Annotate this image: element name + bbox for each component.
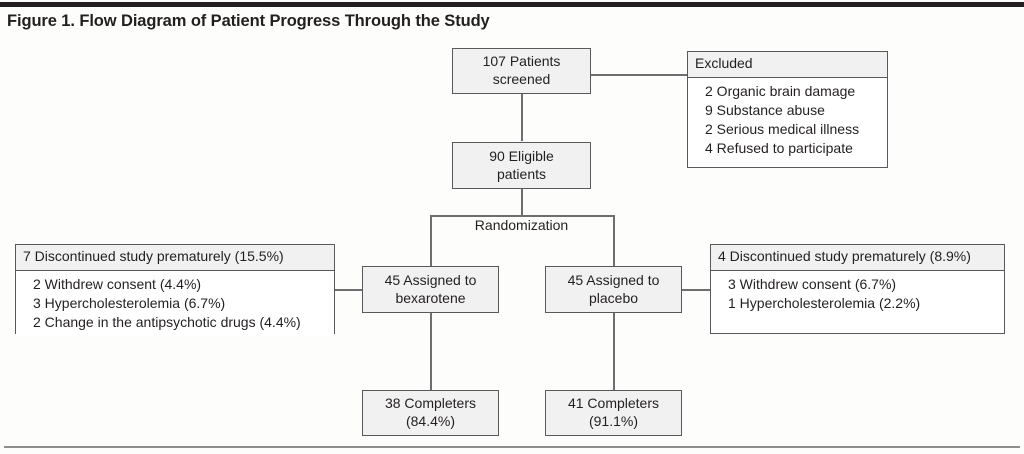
bottom-rule bbox=[4, 446, 1020, 448]
top-rule bbox=[0, 2, 1024, 7]
node-discontinued-placebo-item: 1 Hypercholesterolemia (2.2%) bbox=[728, 294, 921, 311]
label-randomization: Randomization bbox=[474, 217, 569, 233]
connector-placebo-to-completers bbox=[613, 313, 615, 390]
node-discontinued-bexarotene-header: 7 Discontinued study prematurely (15.5%) bbox=[16, 245, 334, 271]
node-assigned-bexarotene: 45 Assigned to bexarotene bbox=[362, 266, 499, 313]
node-completers-bexarotene-line2: (84.4%) bbox=[405, 413, 456, 429]
node-excluded-item: 4 Refused to participate bbox=[705, 140, 853, 156]
node-assigned-placebo: 45 Assigned to placebo bbox=[545, 266, 682, 313]
node-discontinued-bexarotene: 7 Discontinued study prematurely (15.5%)… bbox=[15, 244, 335, 336]
connector-screened-to-eligible bbox=[521, 93, 523, 141]
node-eligible-patients-line2: patients bbox=[496, 165, 547, 182]
node-assigned-bexarotene-line1: 45 Assigned to bbox=[384, 271, 477, 288]
node-discontinued-placebo-body: 3 Withdrew consent (6.7%) 1 Hypercholest… bbox=[711, 270, 1004, 333]
node-discontinued-bexarotene-item: 2 Withdrew consent (4.4%) bbox=[33, 275, 202, 292]
connector-randomization-to-placebo bbox=[613, 215, 615, 266]
node-completers-bexarotene-line1: 38 Completers bbox=[384, 395, 477, 412]
node-discontinued-placebo-item: 3 Withdrew consent (6.7%) bbox=[728, 275, 897, 292]
connector-bexarotene-to-discontinued-left bbox=[334, 289, 363, 291]
node-completers-placebo: 41 Completers (91.1%) bbox=[545, 390, 682, 436]
node-patients-screened-line1: 107 Patients bbox=[482, 53, 561, 70]
connector-bexarotene-to-completers bbox=[430, 313, 432, 390]
node-excluded-item: 2 Serious medical illness bbox=[705, 120, 860, 137]
connector-randomization-split bbox=[430, 215, 613, 217]
connector-eligible-to-randomization bbox=[521, 189, 523, 216]
node-eligible-patients: 90 Eligible patients bbox=[452, 142, 591, 189]
node-discontinued-bexarotene-item: 2 Change in the antipsychotic drugs (4.4… bbox=[33, 313, 301, 330]
connector-screened-to-excluded bbox=[591, 74, 688, 76]
node-completers-placebo-line2: (91.1%) bbox=[588, 413, 639, 429]
node-excluded-item: 2 Organic brain damage bbox=[705, 82, 856, 99]
node-patients-screened: 107 Patients screened bbox=[452, 48, 591, 94]
node-patients-screened-line2: screened bbox=[492, 71, 551, 87]
node-assigned-bexarotene-line2: bexarotene bbox=[395, 289, 466, 306]
figure-title: Figure 1. Flow Diagram of Patient Progre… bbox=[7, 12, 490, 30]
node-eligible-patients-line1: 90 Eligible bbox=[489, 147, 554, 164]
node-discontinued-placebo-header: 4 Discontinued study prematurely (8.9%) bbox=[711, 245, 1004, 271]
node-discontinued-placebo: 4 Discontinued study prematurely (8.9%) … bbox=[710, 244, 1005, 334]
node-excluded-item: 9 Substance abuse bbox=[705, 101, 825, 118]
connector-placebo-to-discontinued-right bbox=[682, 289, 710, 291]
connector-randomization-to-bexarotene bbox=[430, 215, 432, 266]
node-completers-placebo-line1: 41 Completers bbox=[567, 395, 660, 412]
node-discontinued-bexarotene-item: 3 Hypercholesterolemia (6.7%) bbox=[33, 294, 226, 311]
node-assigned-placebo-line1: 45 Assigned to bbox=[567, 271, 660, 288]
node-completers-bexarotene: 38 Completers (84.4%) bbox=[362, 390, 499, 436]
node-assigned-placebo-line2: placebo bbox=[588, 289, 639, 306]
node-excluded-body: 2 Organic brain damage 9 Substance abuse… bbox=[688, 77, 887, 167]
node-discontinued-bexarotene-body: 2 Withdrew consent (4.4%) 3 Hypercholest… bbox=[16, 270, 334, 336]
node-excluded: Excluded 2 Organic brain damage 9 Substa… bbox=[687, 51, 888, 168]
node-excluded-header: Excluded bbox=[688, 52, 887, 78]
